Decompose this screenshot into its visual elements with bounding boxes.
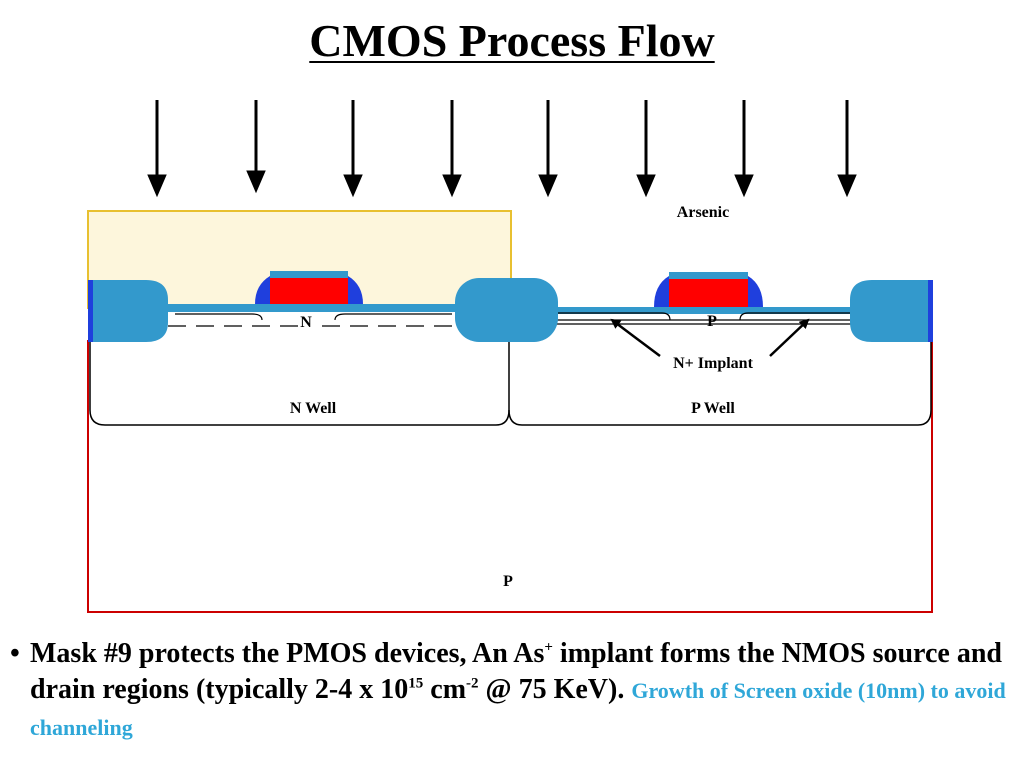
implant-arrows — [147, 100, 857, 198]
screen-oxide-right — [552, 307, 857, 314]
nmos-source-drain — [556, 312, 856, 321]
pmos-source-drain — [168, 313, 452, 327]
n-well-outline — [89, 330, 510, 426]
pmos-region-label: N — [300, 314, 312, 331]
caption-paragraph: • Mask #9 protects the PMOS devices, An … — [10, 638, 1006, 740]
bullet-marker: • — [10, 638, 20, 669]
implant-species-label: Arsenic — [677, 204, 729, 221]
p-substrate — [87, 340, 933, 613]
n-well-label: N Well — [290, 400, 337, 417]
field-oxide — [92, 278, 928, 342]
substrate-label: P — [503, 573, 513, 590]
p-well-outline — [508, 330, 932, 426]
pmos-gate — [255, 271, 363, 304]
nmos-gate — [654, 272, 763, 307]
p-well-label: P Well — [691, 400, 735, 417]
implant-label: N+ Implant — [673, 355, 753, 372]
caption-note: Growth of Screen oxide (10nm) to avoid c… — [30, 678, 1006, 740]
page-title: CMOS Process Flow — [309, 15, 715, 66]
implant-pointer-arrows — [610, 318, 810, 357]
screen-oxide-left — [160, 304, 460, 312]
nmos-region-label: P — [707, 313, 717, 330]
